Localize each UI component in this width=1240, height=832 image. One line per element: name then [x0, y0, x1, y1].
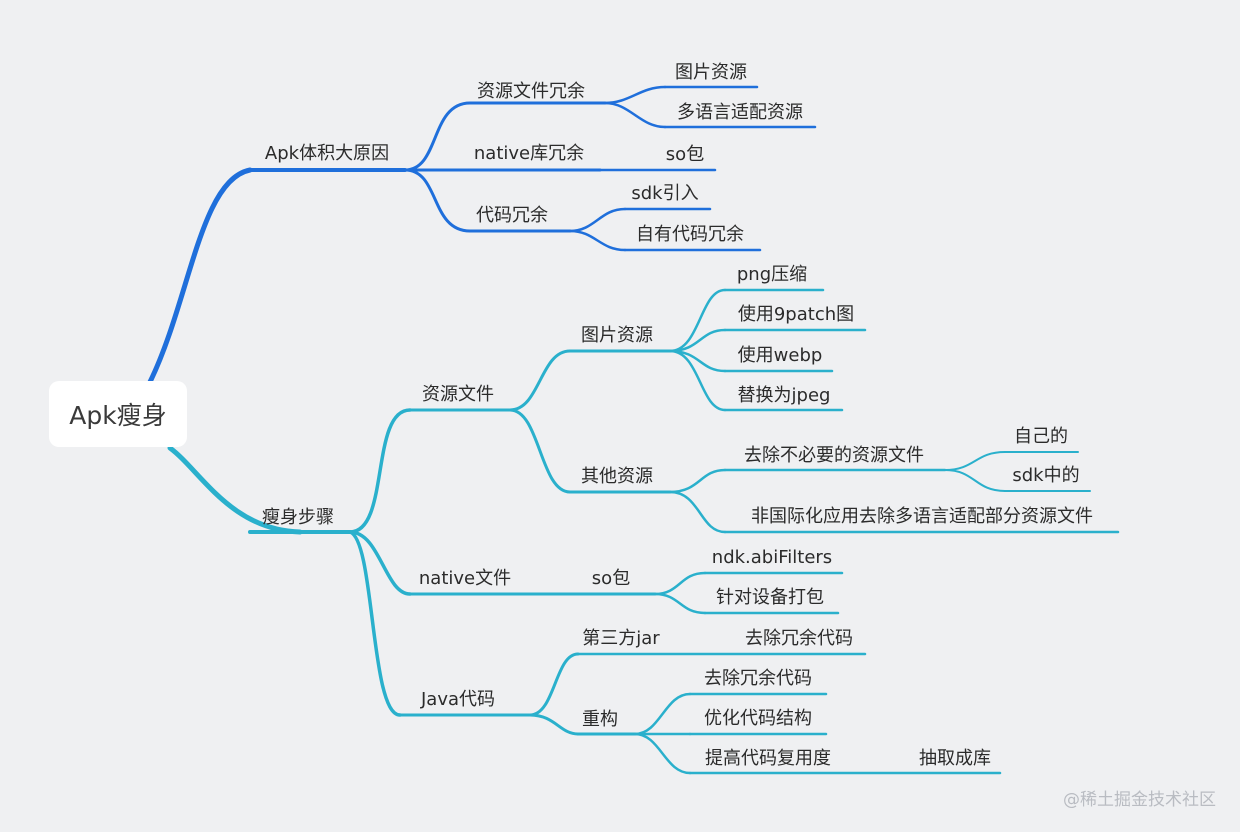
node-remove-unneeded[interactable]: 去除不必要的资源文件: [744, 445, 924, 466]
connector-images-png: [668, 288, 727, 353]
node-apk-size-reasons[interactable]: Apk体积大原因: [264, 143, 390, 164]
connector-remove-sdk: [944, 469, 1006, 492]
node-device-package[interactable]: 针对设备打包: [716, 587, 824, 608]
node-sdk-import[interactable]: sdk引入: [631, 183, 699, 204]
connector-refactor-remove: [633, 692, 692, 736]
node-multilang-resources[interactable]: 多语言适配资源: [677, 102, 803, 123]
connector-res-img: [603, 85, 667, 105]
node-extract-library[interactable]: 抽取成库: [919, 748, 991, 769]
connector-steps-res: [348, 408, 412, 534]
connector-root-steps: [167, 445, 303, 535]
connector-others-i18n: [668, 490, 727, 534]
node-native-files[interactable]: native文件: [418, 568, 512, 589]
root-label: Apk瘦身: [69, 401, 167, 430]
node-refactor[interactable]: 重构: [582, 709, 618, 730]
node-own-code-redundancy[interactable]: 自有代码冗余: [636, 224, 744, 245]
node-replace-jpeg[interactable]: 替换为jpeg: [737, 385, 831, 406]
connector-root-reasons: [147, 167, 253, 385]
node-slimming-steps[interactable]: 瘦身步骤: [262, 507, 334, 528]
connector-reasons-code: [403, 168, 472, 233]
connector-so-abi: [653, 571, 707, 596]
node-abi-filters[interactable]: ndk.abiFilters: [711, 547, 833, 568]
node-sdk-resources[interactable]: sdk中的: [1012, 465, 1080, 486]
connector-reasons-res: [403, 101, 472, 172]
connector-java-third: [528, 652, 580, 717]
connector-code-sdk: [568, 207, 627, 233]
connector-remove-own: [944, 451, 1006, 471]
connector-steps-native: [348, 530, 412, 596]
connector-so-device: [653, 592, 707, 615]
node-so-package[interactable]: so包: [665, 144, 705, 165]
watermark: @稀土掘金技术社区: [1063, 790, 1216, 810]
node-native-lib-redundancy[interactable]: native库冗余: [473, 143, 585, 164]
connector-steps-java: [348, 530, 402, 717]
connector-resfiles-images: [508, 349, 572, 412]
node-png-compress[interactable]: png压缩: [736, 264, 808, 285]
node-resource-files[interactable]: 资源文件: [422, 384, 494, 405]
node-improve-reuse[interactable]: 提高代码复用度: [705, 748, 831, 769]
connector-code-own: [568, 229, 627, 252]
node-non-i18n-remove[interactable]: 非国际化应用去除多语言适配部分资源文件: [751, 506, 1093, 527]
node-use-webp[interactable]: 使用webp: [737, 345, 823, 366]
connector-java-refactor: [528, 713, 580, 736]
node-java-code[interactable]: Java代码: [420, 689, 496, 710]
node-image-resources[interactable]: 图片资源: [675, 62, 747, 83]
node-jar-remove-redundant[interactable]: 去除冗余代码: [745, 628, 853, 649]
connector-images-jpeg: [668, 349, 727, 412]
node-use-9patch[interactable]: 使用9patch图: [737, 304, 855, 325]
node-code-redundancy[interactable]: 代码冗余: [476, 205, 548, 226]
node-other-resources[interactable]: 其他资源: [581, 466, 653, 487]
connector-refactor-reuse: [633, 732, 692, 775]
node-third-party-jar[interactable]: 第三方jar: [582, 628, 660, 649]
node-optimize-structure[interactable]: 优化代码结构: [704, 708, 812, 729]
connector-res-lang: [603, 101, 667, 129]
node-native-so[interactable]: so包: [591, 568, 631, 589]
connector-resfiles-others: [508, 408, 572, 494]
node-resource-redundancy[interactable]: 资源文件冗余: [477, 81, 585, 102]
connector-others-remove: [668, 468, 727, 494]
root-node[interactable]: Apk瘦身: [49, 381, 187, 447]
node-refactor-remove-redundant[interactable]: 去除冗余代码: [704, 668, 812, 689]
node-own-resources[interactable]: 自己的: [1014, 426, 1068, 447]
node-images[interactable]: 图片资源: [581, 325, 653, 346]
